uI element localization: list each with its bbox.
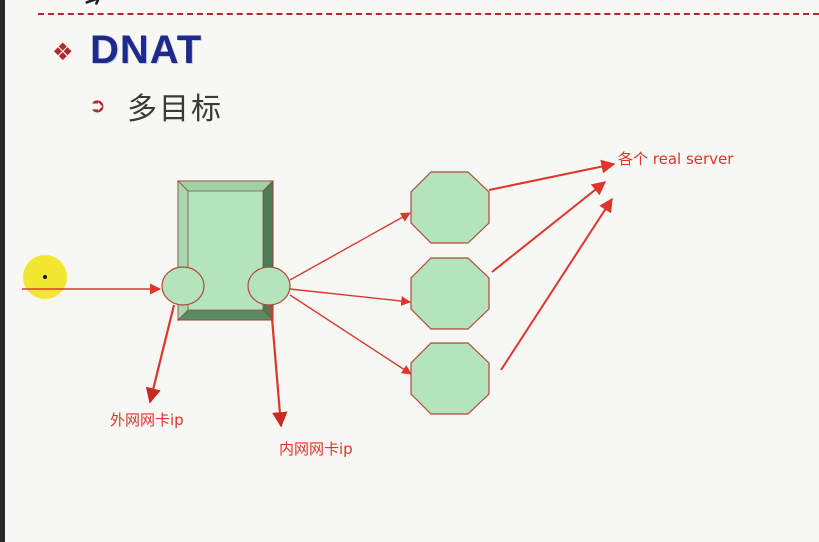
real-server-1 [410, 171, 490, 244]
real-server-pointer-3 [500, 197, 613, 371]
header-divider [38, 13, 819, 15]
forward-arrow-server-3 [289, 294, 412, 375]
slide-title: DNAT [90, 28, 203, 72]
real-server-label: 各个 real server [618, 150, 734, 168]
circled-arrow-icon: ➲ [89, 93, 106, 117]
internal-nic-node [247, 266, 291, 306]
slide-left-edge [0, 0, 5, 542]
external-nic-pointer [145, 304, 176, 404]
internal-nic-ip-label: 内网网卡ip [279, 440, 353, 458]
external-nic-node [161, 266, 205, 306]
real-server-pointer-2 [491, 181, 607, 273]
real-server-3 [410, 342, 490, 415]
real-server-2 [410, 257, 490, 330]
real-server-pointer-1 [488, 159, 616, 191]
external-nic-ip-label: 外网网卡ip [110, 411, 184, 429]
forward-arrow-server-1 [289, 212, 411, 281]
cursor-highlight [23, 255, 67, 299]
slide-subtitle: 多目标 [127, 92, 223, 127]
forward-arrow-server-2 [289, 288, 411, 306]
diamond-cluster-icon: ❖ [52, 38, 74, 66]
internal-nic-pointer [269, 305, 288, 428]
